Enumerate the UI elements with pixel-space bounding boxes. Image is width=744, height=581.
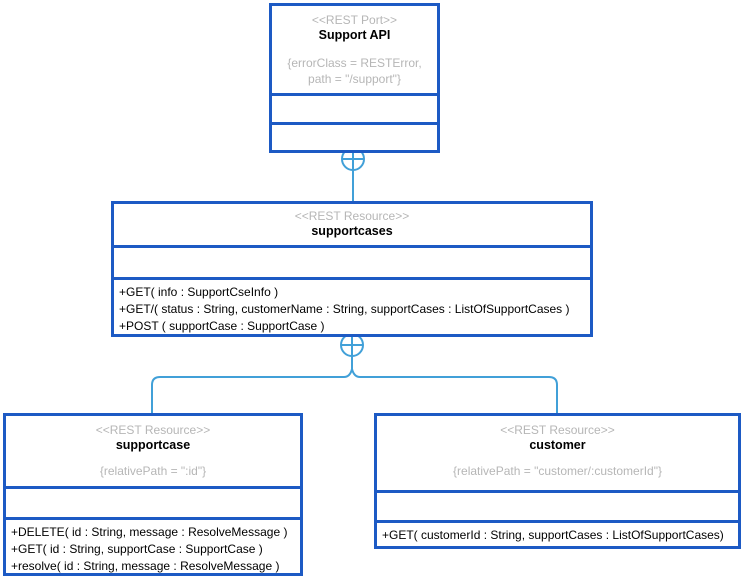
constraint-label: path = "/support"} [308,72,401,86]
method-label: +GET( id : String, supportCase : Support… [11,542,263,557]
method-label: +POST ( supportCase : SupportCase ) [119,319,325,334]
containment-connector-supportcases-children[interactable] [151,333,558,413]
supportcase-operations-compartment: +DELETE( id : String, message : ResolveM… [6,517,300,573]
customer-header: <<REST Resource>> customer {relativePath… [377,416,738,490]
method-label: +GET( customerId : String, supportCases … [382,528,724,542]
supportcase-attributes-compartment [6,486,300,517]
constraint-label: {relativePath = "customer/:customerId"} [453,464,662,478]
supportcase-header: <<REST Resource>> supportcase {relativeP… [6,416,300,486]
stereotype-label: <<REST Resource>> [95,423,211,437]
supportcases-header: <<REST Resource>> supportcases [114,204,590,245]
constraint-label: {errorClass = RESTError, [287,56,422,70]
method-label: +GET/( status : String, customerName : S… [119,302,570,317]
class-name-label: Support API [318,28,391,42]
class-name-label: customer [529,438,586,452]
constraint-label: {relativePath = ":id"} [99,464,207,478]
constraint-block: {errorClass = RESTError, path = "/suppor… [272,55,437,87]
stereotype-label: <<REST Port>> [311,13,398,27]
containment-connector-supportapi-supportcases[interactable] [341,147,365,201]
class-box-supportcase[interactable]: <<REST Resource>> supportcase {relativeP… [3,413,303,576]
support-api-attributes-compartment [272,93,437,122]
supportcases-operations-compartment: +GET( info : SupportCseInfo ) +GET/( sta… [114,277,590,334]
support-api-header: <<REST Port>> Support API {errorClass = … [272,6,437,93]
support-api-operations-compartment [272,122,437,150]
stereotype-label: <<REST Resource>> [500,423,615,437]
method-label: +GET( info : SupportCseInfo ) [119,285,279,300]
stereotype-label: <<REST Resource>> [294,209,410,223]
constraint-block: {relativePath = ":id"} [6,463,300,479]
connector-branch [151,368,558,413]
supportcases-attributes-compartment [114,245,590,277]
customer-attributes-compartment [377,490,738,520]
method-label: +resolve( id : String, message : Resolve… [11,559,280,573]
class-box-support-api[interactable]: <<REST Port>> Support API {errorClass = … [269,3,440,153]
class-box-customer[interactable]: <<REST Resource>> customer {relativePath… [374,413,741,549]
class-box-supportcases[interactable]: <<REST Resource>> supportcases +GET( inf… [111,201,593,337]
customer-operations-compartment: +GET( customerId : String, supportCases … [377,520,738,546]
constraint-block: {relativePath = "customer/:customerId"} [377,463,738,479]
class-name-label: supportcases [311,224,393,238]
method-label: +DELETE( id : String, message : ResolveM… [11,525,288,540]
class-name-label: supportcase [115,438,191,452]
